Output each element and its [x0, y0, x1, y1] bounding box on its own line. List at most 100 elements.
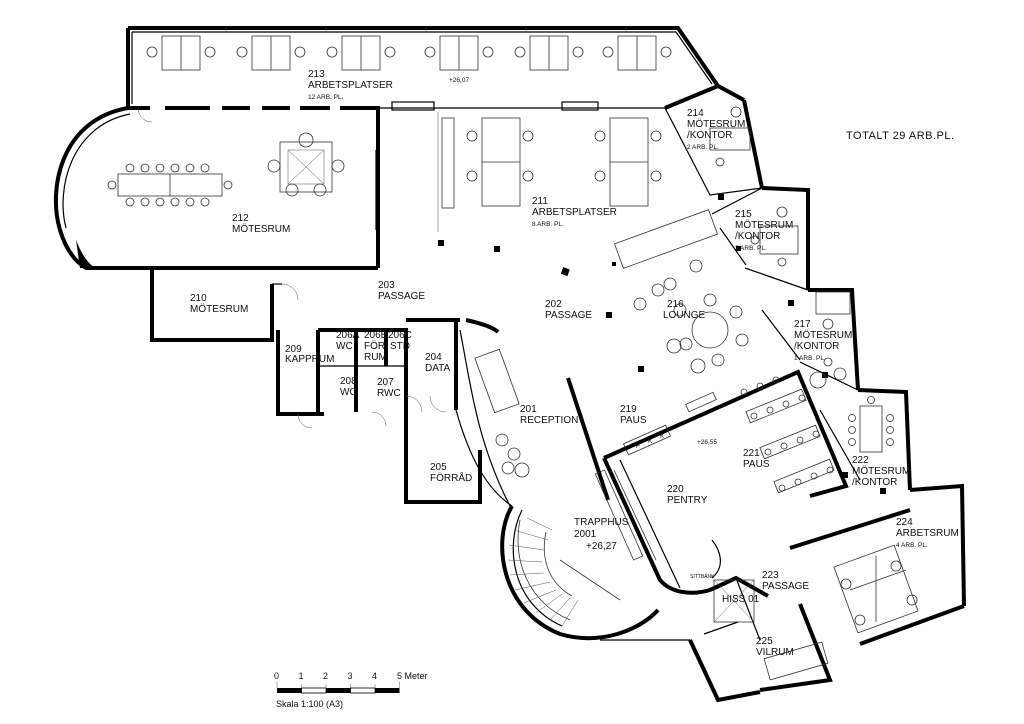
svg-text:FÖRRÅD: FÖRRÅD: [430, 471, 472, 484]
svg-text:RECEPTION: RECEPTION: [520, 415, 578, 426]
svg-text:4 ARB. PL.: 4 ARB. PL.: [896, 542, 928, 549]
room-219: 219 PAUS: [620, 404, 647, 426]
svg-text:VILRUM: VILRUM: [756, 647, 794, 658]
svg-text:206C: 206C: [388, 330, 412, 341]
svg-text:MÖTESRUM: MÖTESRUM: [735, 219, 793, 231]
scale-tick: 3: [348, 671, 353, 681]
svg-text:207: 207: [377, 377, 394, 388]
room-210: 210 MÖTESRUM: [190, 293, 248, 315]
svg-text:206A: 206A: [336, 330, 360, 341]
svg-text:211: 211: [532, 196, 548, 207]
svg-text:215: 215: [735, 209, 752, 220]
svg-text:220: 220: [667, 484, 684, 495]
svg-text:PAUS: PAUS: [620, 415, 647, 426]
room-labels: 213 ARBETSPLATSER 12 ARB. PL. 211 ARBETS…: [190, 69, 959, 658]
scale-tick: 2: [323, 671, 328, 681]
scale-segment: [350, 687, 376, 694]
svg-text:209: 209: [285, 344, 302, 355]
svg-text:222: 222: [852, 455, 869, 466]
room-212: 212 MÖTESRUM: [232, 213, 290, 235]
svg-text:STD: STD: [390, 341, 410, 352]
svg-text:203: 203: [378, 280, 395, 291]
room-211: 211 ARBETSPLATSER 8 ARB. PL.: [532, 196, 617, 228]
svg-text:PENTRY: PENTRY: [667, 495, 708, 506]
appliance-label: K: [648, 438, 653, 445]
room-216: 216 LOUNGE: [663, 299, 706, 321]
svg-text:8 ARB. PL.: 8 ARB. PL.: [532, 221, 564, 228]
columns: [438, 194, 886, 494]
scale-tick: 4: [372, 671, 377, 681]
svg-text:217: 217: [794, 319, 811, 330]
svg-text:/KONTOR: /KONTOR: [735, 231, 780, 242]
svg-text:202: 202: [545, 299, 562, 310]
scale-bar: 0 1 2 3 4 5 Meter Skala 1:100 (A3): [274, 671, 428, 709]
room-217: 217 MÖTESRUM /KONTOR 1 ARB. PL.: [794, 319, 852, 362]
svg-text:FÖR-: FÖR-: [364, 340, 388, 352]
svg-text:/KONTOR: /KONTOR: [852, 477, 897, 488]
scale-segment: [326, 688, 351, 693]
room-207: 207 RWC: [377, 377, 401, 399]
svg-text:PAUS: PAUS: [743, 459, 770, 470]
svg-text:/KONTOR: /KONTOR: [794, 341, 839, 352]
room-209: 209 KAPPRUM: [285, 344, 334, 365]
svg-text:RUM: RUM: [364, 352, 387, 363]
svg-text:ARBETSPLATSER: ARBETSPLATSER: [308, 80, 393, 91]
svg-text:210: 210: [190, 293, 207, 304]
svg-text:TRAPPHUS: TRAPPHUS: [574, 517, 629, 528]
level-mark: +26,55: [697, 439, 717, 446]
svg-text:2001: 2001: [574, 529, 597, 540]
room-215: 215 MÖTESRUM /KONTOR 2 ARB. PL.: [735, 209, 793, 252]
scale-segment: [375, 688, 400, 693]
total-workplaces: TOTALT 29 ARB.PL.: [846, 130, 955, 142]
stair-2001: [507, 517, 621, 627]
room-222: 222 MÖTESRUM /KONTOR: [852, 455, 910, 488]
svg-text:WC: WC: [340, 387, 357, 398]
walls: [53, 26, 966, 703]
svg-text:PASSAGE: PASSAGE: [378, 291, 425, 302]
room-223: 223 PASSAGE: [762, 570, 809, 592]
svg-text:206B: 206B: [364, 330, 388, 341]
svg-text:MÖTESRUM: MÖTESRUM: [687, 118, 745, 130]
svg-text:MÖTESRUM: MÖTESRUM: [794, 329, 852, 341]
room-206a: 206A WC: [336, 330, 360, 352]
scale-segment: [301, 687, 327, 694]
svg-text:212: 212: [232, 213, 249, 224]
level-mark: +26,07: [449, 77, 469, 84]
svg-text:KAPPRUM: KAPPRUM: [285, 354, 334, 365]
svg-text:LOUNGE: LOUNGE: [663, 310, 706, 321]
svg-text:216: 216: [667, 299, 684, 310]
scale-caption: Skala 1:100 (A3): [276, 699, 343, 709]
svg-text:1 ARB. PL.: 1 ARB. PL.: [794, 355, 826, 362]
svg-text:MÖTESRUM: MÖTESRUM: [190, 303, 248, 315]
svg-text:2 ARB. PL.: 2 ARB. PL.: [687, 144, 719, 151]
room-2001: TRAPPHUS 2001 +26,27: [574, 517, 629, 552]
room-220: 220 PENTRY: [667, 484, 708, 506]
scale-tick: 5 Meter: [397, 671, 428, 681]
svg-text:DATA: DATA: [425, 363, 451, 374]
svg-text:2 ARB. PL.: 2 ARB. PL.: [735, 245, 767, 252]
svg-text:204: 204: [425, 352, 442, 363]
appliance-label: K: [660, 433, 665, 440]
svg-text:ARBETSRUM: ARBETSRUM: [896, 528, 959, 539]
room-203: 203 PASSAGE: [378, 280, 425, 302]
svg-text:205: 205: [430, 462, 447, 473]
scale-segment: [277, 688, 302, 693]
room-224: 224 ARBETSRUM 4 ARB. PL.: [896, 517, 959, 549]
svg-text:WC: WC: [336, 341, 353, 352]
svg-text:219: 219: [620, 404, 637, 415]
scale-tick: 1: [299, 671, 304, 681]
svg-text:224: 224: [896, 517, 913, 528]
svg-text:12 ARB. PL.: 12 ARB. PL.: [308, 94, 344, 101]
svg-text:PASSAGE: PASSAGE: [762, 581, 809, 592]
room-206c: 206C STD: [388, 330, 412, 352]
svg-text:RWC: RWC: [377, 388, 401, 399]
room-205: 205 FÖRRÅD: [430, 462, 472, 484]
svg-text:/KONTOR: /KONTOR: [687, 130, 732, 141]
appliance-label: F: [636, 443, 640, 450]
svg-text:MÖTESRUM: MÖTESRUM: [232, 223, 290, 235]
svg-text:HISS 01: HISS 01: [722, 594, 760, 605]
svg-text:214: 214: [687, 108, 704, 119]
room-214: 214 MÖTESRUM /KONTOR 2 ARB. PL.: [687, 108, 745, 151]
svg-text:213: 213: [308, 69, 325, 80]
svg-text:MÖTESRUM: MÖTESRUM: [852, 465, 910, 477]
